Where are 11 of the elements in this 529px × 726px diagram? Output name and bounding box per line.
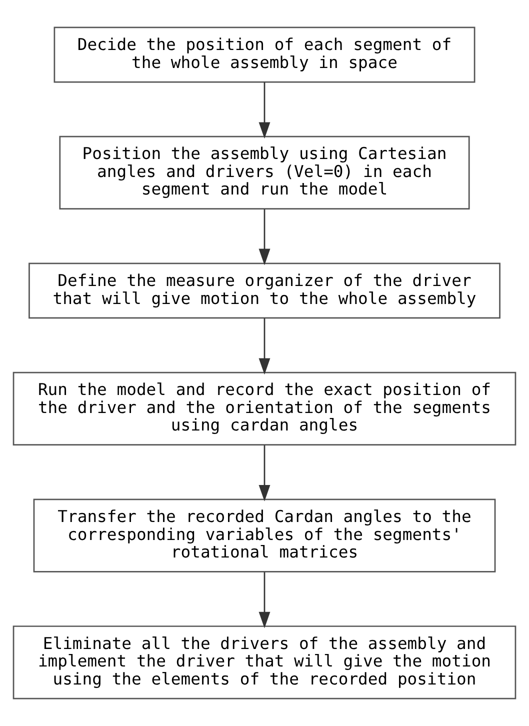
node-box: Position the assembly using Cartesian angles and drivers (Vel=0) in each segment and run the model — [59, 136, 470, 210]
node-box: Run the model and record the exact position of the driver and the orientation of the segments using cardan angles — [12, 372, 516, 446]
arrow — [258, 318, 270, 375]
arrow — [258, 445, 270, 502]
node-box: Decide the position of each segment of the whole assembly in space — [54, 26, 476, 83]
arrow — [258, 572, 270, 628]
arrow — [258, 209, 270, 266]
node-box: Eliminate all the drivers of the assembly and implement the driver that will give the motion using the elements of the recorded position — [12, 626, 516, 700]
arrow — [258, 82, 270, 139]
node-box: Transfer the recorded Cardan angles to the corresponding variables of the segments' rotational matrices — [33, 498, 496, 572]
node-box: Define the measure organizer of the driver that will give motion to the whole assembly — [28, 262, 500, 319]
